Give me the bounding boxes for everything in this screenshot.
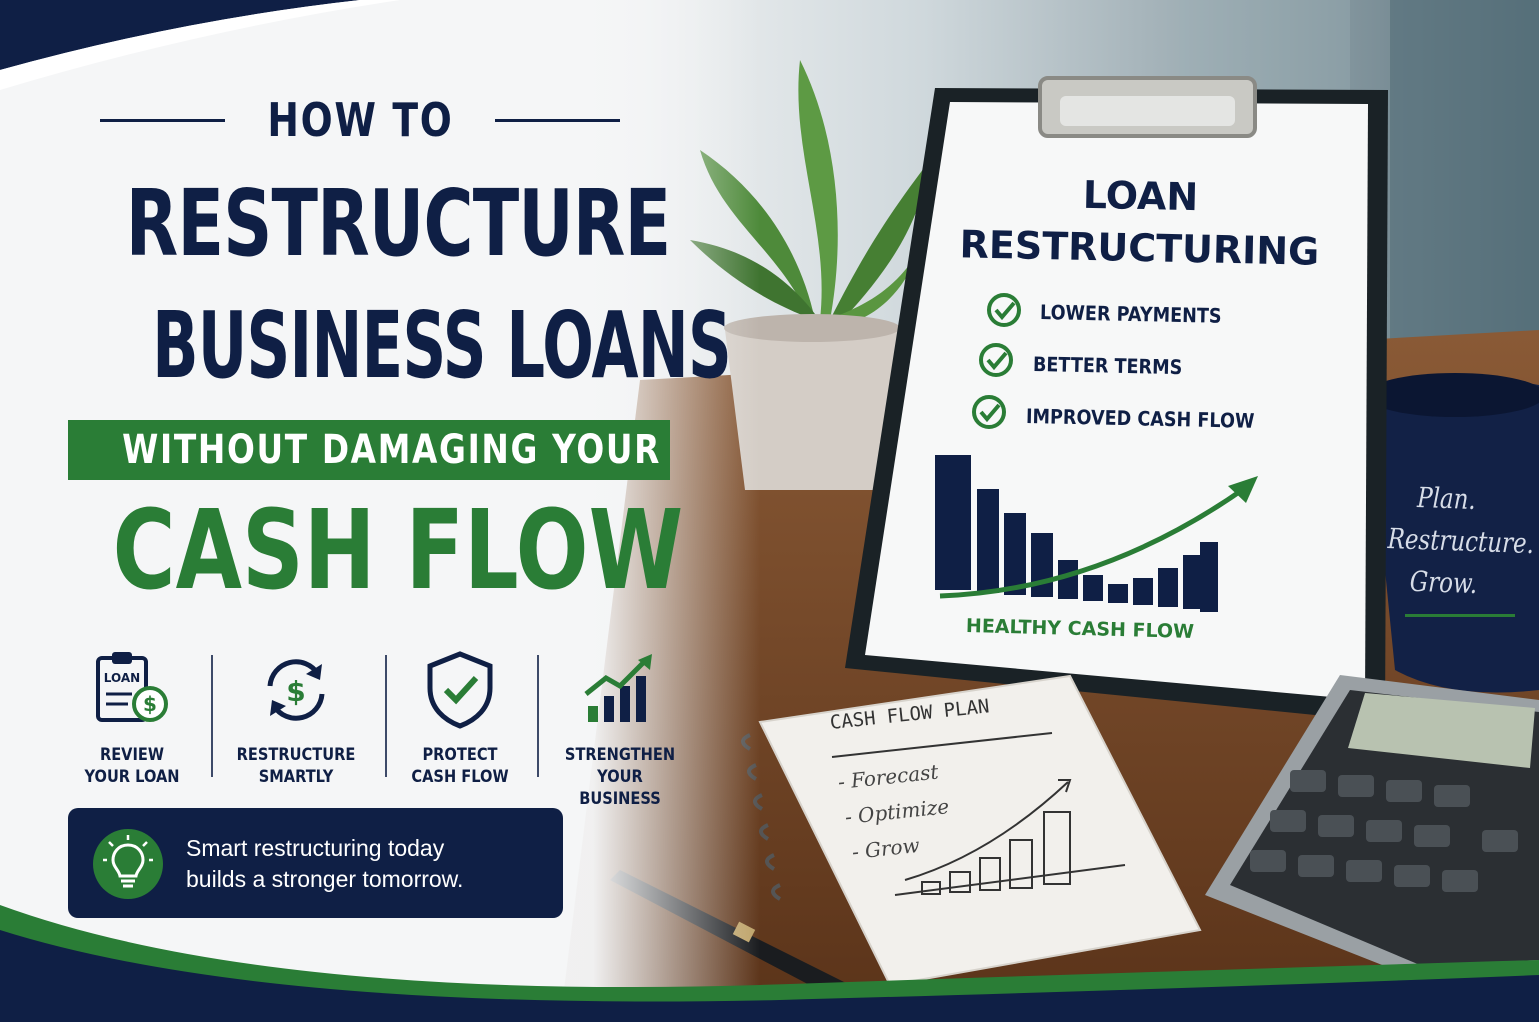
feature-strengthen-business: STRENGTHEN YOUR BUSINESS (545, 650, 695, 809)
headline-line-3: CASH FLOW (112, 486, 684, 614)
tip-text: Smart restructuring today builds a stron… (186, 835, 464, 892)
feature-divider (537, 655, 539, 777)
mug-slogan: Plan. Restructure. Grow. (1387, 481, 1535, 601)
feature-divider (385, 655, 387, 777)
feature-label: PROTECT CASH FLOW (411, 745, 509, 787)
headline-line-2: BUSINESS LOANS (152, 292, 732, 399)
kicker-rule-left (99, 118, 225, 122)
headline-band (68, 420, 670, 480)
feature-restructure-smartly: $ RESTRUCTURE SMARTLY (221, 650, 371, 790)
loan-icon-text: LOAN (104, 671, 140, 685)
shield-check-icon (427, 651, 493, 729)
headline-band-text: WITHOUT DAMAGING YOUR (122, 427, 662, 473)
svg-text:$: $ (143, 692, 157, 716)
feature-divider (211, 655, 213, 777)
feature-label: RESTRUCTURE SMARTLY (236, 745, 356, 787)
lightbulb-icon (103, 835, 153, 888)
dollar-cycle-icon: $ (267, 659, 325, 721)
kicker-rule-right (495, 118, 621, 122)
headline-kicker: HOW TO (266, 93, 454, 147)
headline-kicker-row: HOW TO (60, 90, 660, 150)
headline-line-1: RESTRUCTURE (125, 170, 671, 277)
growth-chart-icon (584, 654, 652, 722)
loan-document-icon: LOAN $ (96, 652, 168, 722)
tip-icon-badge (93, 829, 163, 899)
feature-protect-cash-flow: PROTECT CASH FLOW (385, 650, 535, 790)
coffee-mug-illustration (1365, 373, 1539, 693)
feature-review-loan: LOAN $ REVIEW YOUR LOAN (57, 650, 207, 790)
feature-label: STRENGTHEN YOUR BUSINESS (564, 745, 676, 809)
clipboard-title: LOAN RESTRUCTURING (959, 172, 1320, 274)
svg-text:$: $ (286, 675, 305, 708)
notebook-illustration (741, 674, 1202, 987)
calculator-illustration (1205, 675, 1539, 980)
clipboard-illustration (845, 76, 1388, 722)
feature-label: REVIEW YOUR LOAN (84, 745, 180, 787)
